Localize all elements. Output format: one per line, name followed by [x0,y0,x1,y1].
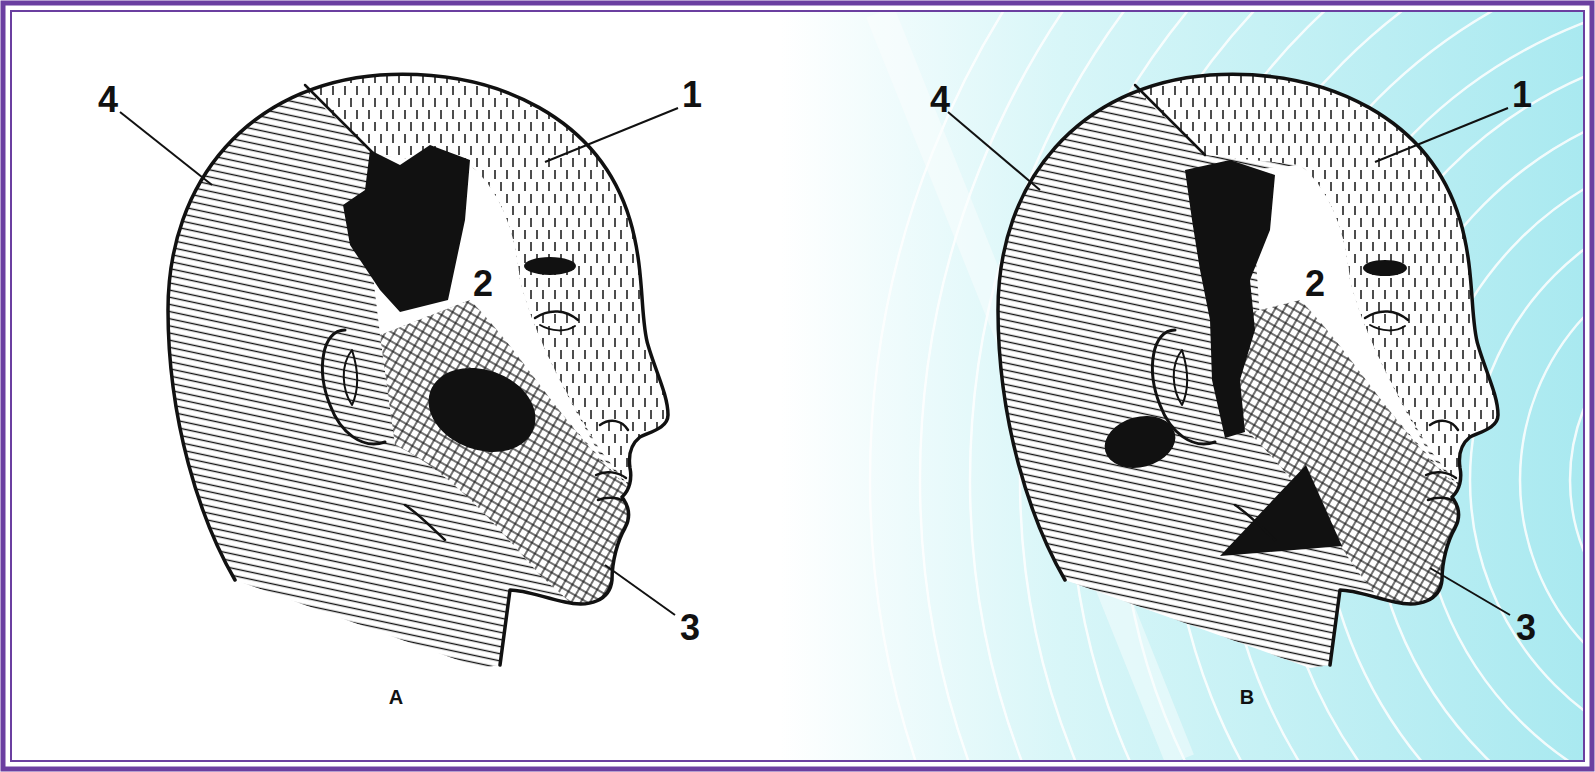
panel-label: B [1240,687,1254,707]
callout-number: 4 [98,82,118,118]
head-a [100,30,750,720]
callout-number: 2 [1305,266,1325,302]
callout-number: 1 [1512,77,1532,113]
callout-number: 4 [930,82,950,118]
callout-number: 3 [680,610,700,646]
callout-number: 2 [473,266,493,302]
head-b [930,30,1580,720]
callout-number: 3 [1516,610,1536,646]
panel-label: A [389,687,403,707]
callout-number: 1 [682,77,702,113]
